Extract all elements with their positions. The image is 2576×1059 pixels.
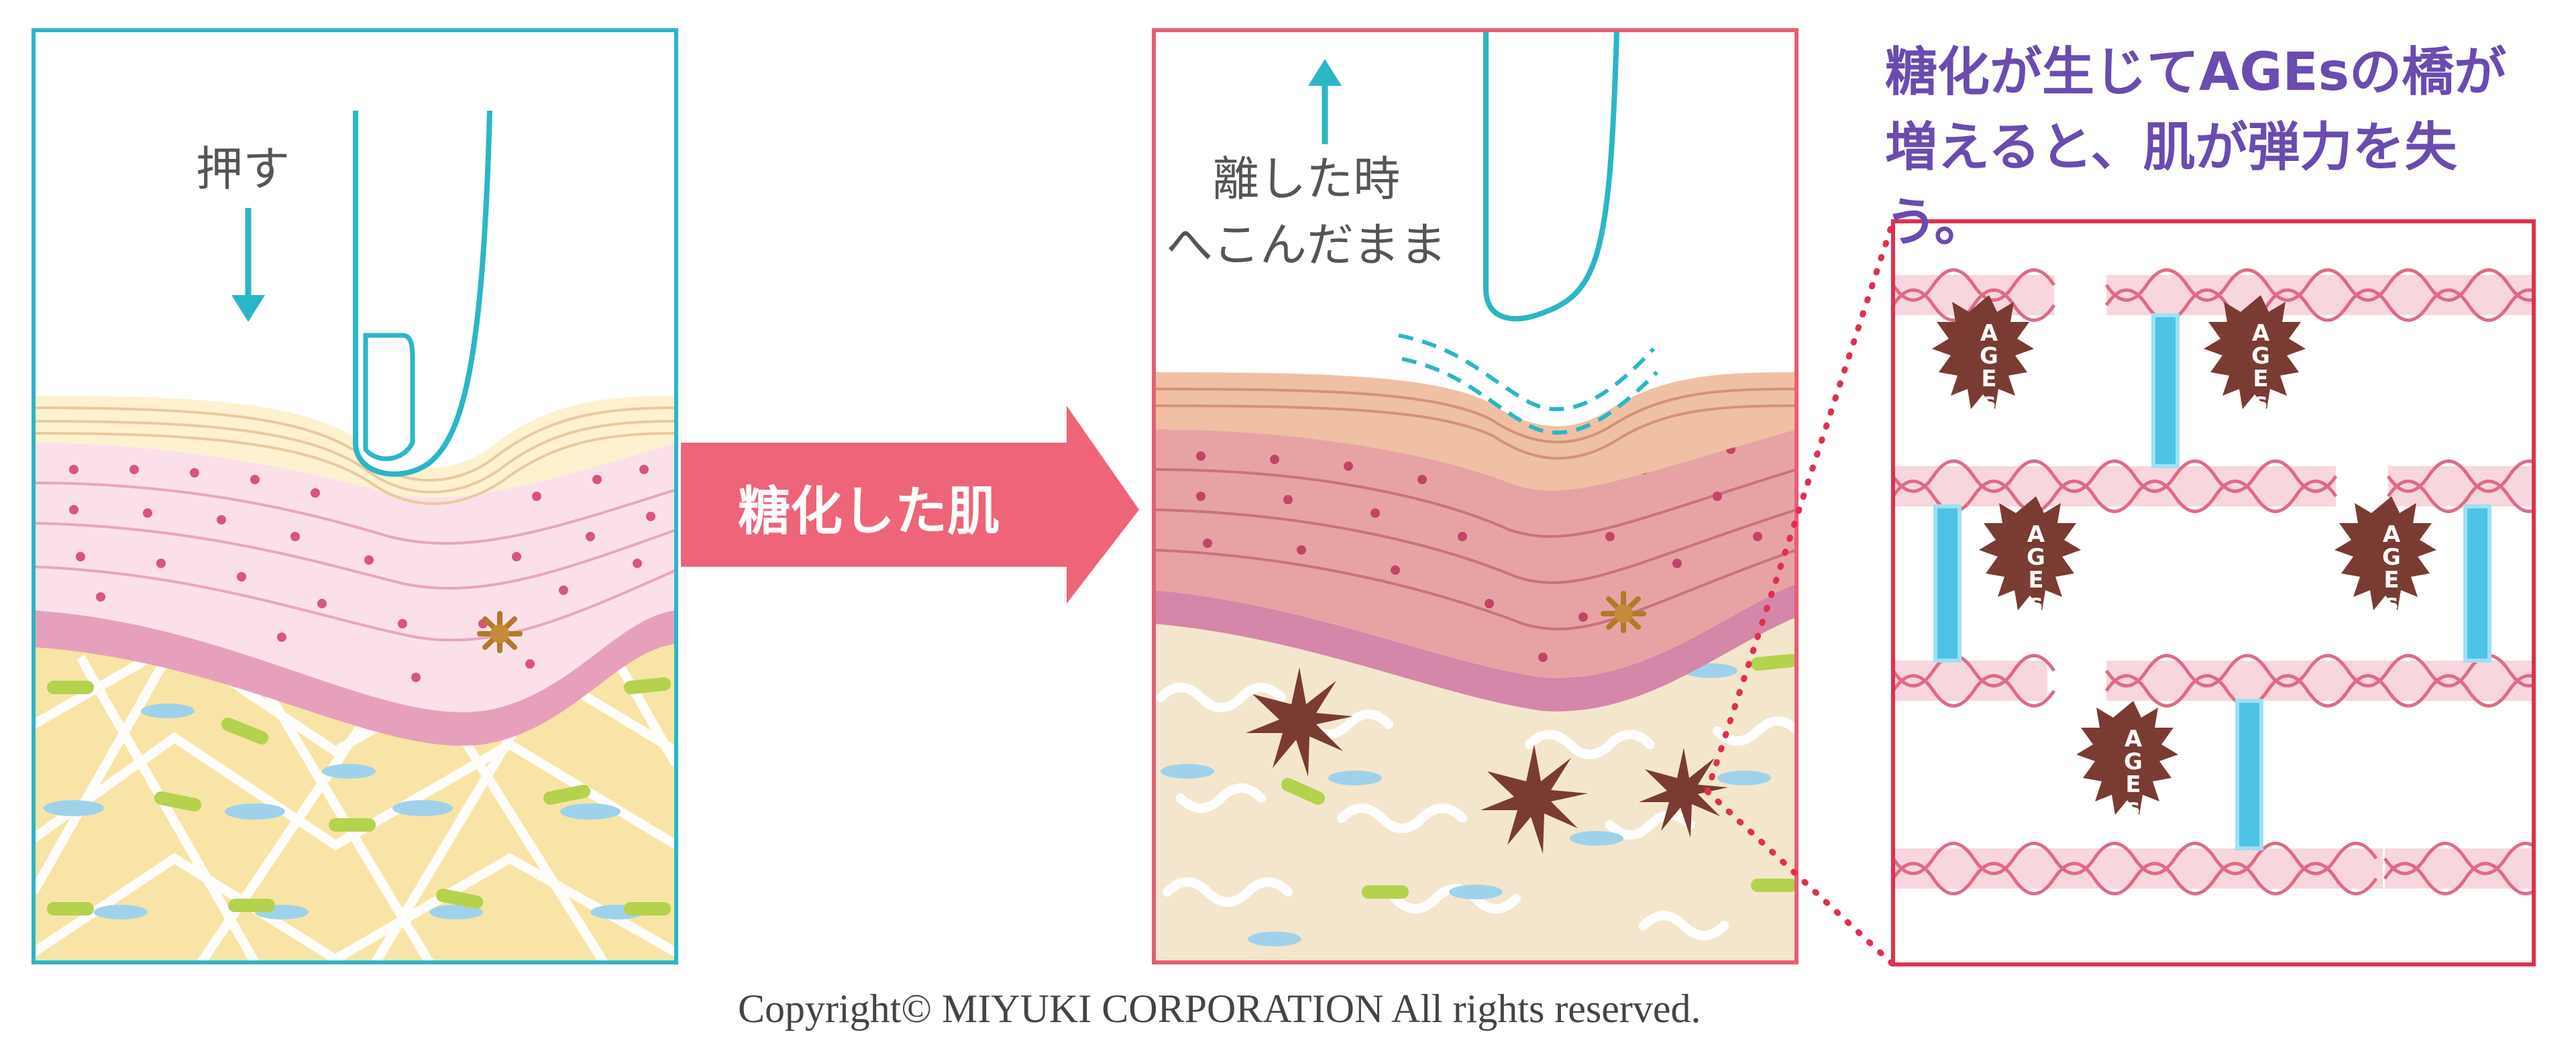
transition-arrow [681, 406, 1139, 604]
cell-nuclei [69, 465, 655, 682]
glycated-skin-panel-frame [1152, 28, 1799, 964]
cell-grid [34, 482, 676, 642]
broken-collagen [1156, 683, 1796, 940]
ages-caption: 糖化が生じてAGEsの橋が 増えると、肌が弾力を失う。 [1885, 35, 2556, 260]
melanocyte [477, 611, 523, 653]
dashed-press-trace [1398, 333, 1659, 435]
ages-stars-dermis [1246, 667, 1728, 854]
release-label-line1: 離した時 [1212, 152, 1401, 207]
ages-caption-line1: 糖化が生じてAGEsの橋が [1885, 42, 2507, 103]
release-arrow [1308, 59, 1342, 144]
ages-caption-line2: 増えると、肌が弾力を失う。 [1885, 117, 2457, 253]
normal-skin-panel [34, 30, 676, 962]
glycated-skin-panel [1154, 30, 1796, 962]
normal-crosslinks [1933, 313, 2491, 850]
basal-layer [34, 607, 676, 746]
zoom-connector [1704, 218, 1896, 968]
release-label: 離した時 へこんだまま [1166, 146, 1447, 278]
collagen-strands [1893, 268, 2534, 895]
glycated-skin-arrow-label: 糖化した肌 [738, 482, 1000, 542]
ages-detail-panel [1893, 221, 2534, 964]
ages-crosslinks [1932, 295, 2436, 815]
release-label-line2: へこんだまま [1166, 217, 1447, 272]
glycated-fibroblasts [1161, 663, 1771, 946]
ages-detail-panel-frame [1891, 219, 2536, 966]
fingernail [363, 333, 415, 461]
normal-skin-panel-frame [32, 28, 678, 964]
copyright: Copyright© MIYUKI CORPORATION All rights… [738, 987, 1701, 1031]
press-label: 押す [196, 142, 290, 197]
press-arrow [231, 208, 265, 322]
